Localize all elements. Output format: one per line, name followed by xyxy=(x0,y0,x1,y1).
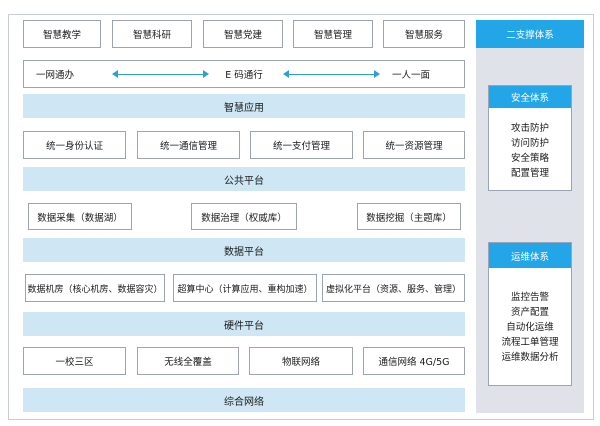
public-item-identity: 统一身份认证 xyxy=(23,131,126,159)
diagram-frame xyxy=(8,14,594,420)
access-left-label: 一网通办 xyxy=(36,70,75,81)
security-system-title: 安全体系 xyxy=(489,86,571,108)
security-item-config: 配置管理 xyxy=(510,168,549,179)
security-items: 攻击防护 访问防护 安全策略 配置管理 xyxy=(489,121,571,181)
access-center-label: E 码通行 xyxy=(225,70,263,81)
data-layer-band: 数据平台 xyxy=(23,238,465,262)
smart-app-party: 智慧党建 xyxy=(203,20,283,48)
ops-item-analytics: 运维数据分析 xyxy=(501,352,559,363)
data-item-collection: 数据采集（数据湖） xyxy=(28,203,132,230)
public-item-communication: 统一通信管理 xyxy=(137,131,240,159)
ops-items: 监控告警 资产配置 自动化运维 流程工单管理 运维数据分析 xyxy=(489,290,571,365)
hardware-layer-band: 硬件平台 xyxy=(23,312,465,336)
security-item-access: 访问防护 xyxy=(510,138,549,149)
public-item-payment: 统一支付管理 xyxy=(250,131,353,159)
ops-item-automation: 自动化运维 xyxy=(506,322,554,333)
ops-item-monitor: 监控告警 xyxy=(510,292,549,303)
security-item-policy: 安全策略 xyxy=(510,153,549,164)
data-item-mining: 数据挖掘（主题库） xyxy=(357,203,461,230)
support-title: 二支撑体系 xyxy=(476,20,584,48)
network-item-campus: 一校三区 xyxy=(23,347,126,375)
network-item-telecom: 通信网络 4G/5G xyxy=(363,347,465,375)
network-item-wireless: 无线全覆盖 xyxy=(137,347,239,375)
hardware-item-virtualization: 虚拟化平台（资源、服务、管理） xyxy=(322,274,465,302)
smart-app-research: 智慧科研 xyxy=(112,20,192,48)
ops-item-workflow: 流程工单管理 xyxy=(501,337,559,348)
access-row xyxy=(23,60,465,88)
ops-item-asset: 资产配置 xyxy=(510,307,549,318)
hardware-item-datacenter: 数据机房（核心机房、数据容灾） xyxy=(25,274,165,302)
access-right-label: 一人一面 xyxy=(392,70,431,81)
hardware-item-supercomputing: 超算中心（计算应用、重构加速） xyxy=(173,274,317,302)
security-item-attack: 攻击防护 xyxy=(510,123,549,134)
ops-system-title: 运维体系 xyxy=(489,243,571,268)
public-item-resource: 统一资源管理 xyxy=(363,131,465,159)
public-layer-band: 公共平台 xyxy=(23,167,465,191)
data-item-governance: 数据治理（权威库） xyxy=(191,203,297,230)
smart-app-teaching: 智慧教学 xyxy=(23,20,101,48)
smart-app-management: 智慧管理 xyxy=(293,20,373,48)
network-layer-band: 综合网络 xyxy=(23,388,465,412)
smart-app-layer-band: 智慧应用 xyxy=(23,94,465,118)
network-item-iot: 物联网络 xyxy=(249,347,353,375)
smart-app-service: 智慧服务 xyxy=(383,20,465,48)
